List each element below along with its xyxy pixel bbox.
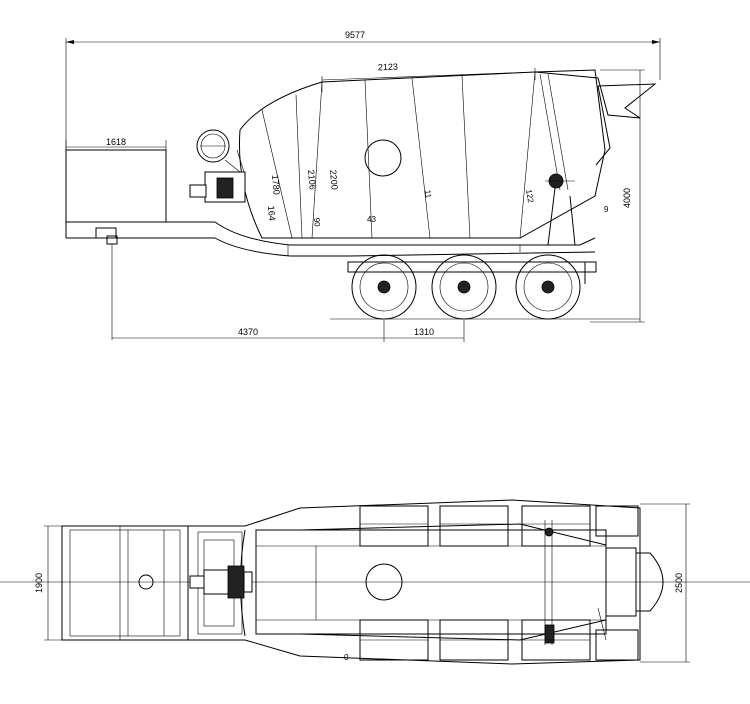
dim-height-label: 4000 [622, 188, 632, 208]
dim-9: 9 [604, 205, 609, 214]
wheel-3 [515, 254, 581, 320]
dim-1780: 1780 [270, 174, 282, 195]
top-front-section [61, 525, 189, 641]
dim-122: 122 [524, 189, 535, 204]
side-view: 9577 2123 1618 [65, 30, 661, 342]
top-wheels-upper [359, 505, 591, 547]
dim-drum-segment-label: 2123 [378, 62, 398, 73]
dim-overall-length: 9577 [65, 30, 661, 150]
suspension-beam [347, 261, 597, 284]
dim-overall-length-label: 9577 [345, 30, 365, 40]
wheel-2 [431, 254, 497, 320]
top-gearbox-motor [189, 565, 253, 599]
dim-2106: 2106 [306, 169, 318, 190]
dim-11: 11 [423, 189, 433, 199]
chassis-frame [65, 221, 596, 340]
dim-43: 43 [367, 215, 376, 224]
drum-hatch [364, 139, 402, 177]
dim-164: 164 [266, 205, 277, 221]
dim-kingpin-axle-label: 4370 [238, 327, 258, 337]
dim-2200: 2200 [328, 169, 340, 190]
dim-width-rear-label: 2500 [674, 573, 684, 593]
top-view: 1900 [0, 499, 750, 665]
dim-width-front-label: 1900 [34, 573, 44, 593]
front-box: 1618 [65, 137, 167, 223]
dim-width-rear: 2500 [640, 503, 690, 663]
dim-width-front: 1900 [34, 525, 66, 641]
wheel-1 [351, 254, 417, 320]
mixer-drum [239, 69, 657, 246]
top-wheels-lower [359, 619, 591, 661]
gearbox-motor [189, 149, 246, 203]
dim-height: 4000 [590, 69, 645, 323]
dim-kingpin-axle: 4370 1310 [112, 320, 465, 342]
dim-front-box-label: 1618 [106, 137, 126, 147]
top-drum-cone [299, 520, 607, 645]
dim-90: 90 [312, 217, 322, 227]
top-rear-section [595, 505, 664, 661]
top-drum-hatch [365, 563, 403, 601]
dim-axle-spacing-label: 1310 [414, 327, 434, 337]
dim-zero-label: 0 [344, 653, 349, 662]
drum-internal-dims: 2200 2106 1780 164 90 43 11 122 9 [266, 169, 609, 227]
hydraulic-tank [196, 129, 230, 163]
